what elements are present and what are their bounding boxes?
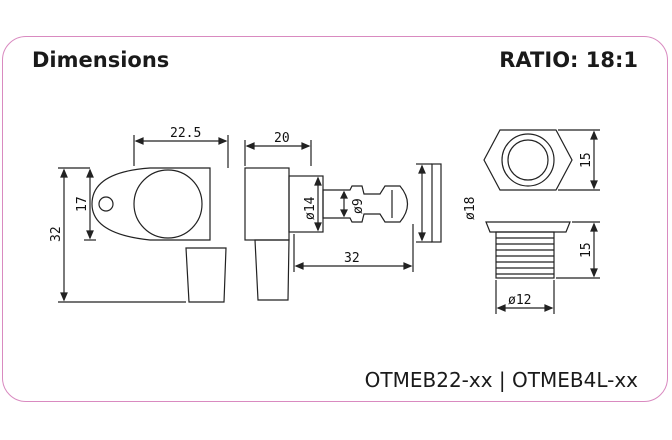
dim-dia-14: ø14 xyxy=(303,196,318,220)
side-view xyxy=(244,140,414,301)
dim-shaft-length: 32 xyxy=(344,251,360,266)
hex-nut-view xyxy=(483,129,600,191)
dim-nut-height: 15 xyxy=(579,152,594,168)
dim-bushing-height: 15 xyxy=(579,242,594,258)
dim-dia-12: ø12 xyxy=(508,293,531,308)
dim-side-width: 20 xyxy=(274,131,290,146)
dim-dia-9: ø9 xyxy=(351,198,366,214)
dimensions-card xyxy=(2,36,668,402)
bushing-view xyxy=(485,221,600,314)
page-title: Dimensions xyxy=(32,48,170,72)
dim-dia-18: ø18 xyxy=(463,197,478,220)
front-view xyxy=(58,135,229,303)
dim-total-height: 32 xyxy=(49,226,64,242)
washer-view xyxy=(416,163,442,243)
ratio-label: RATIO: 18:1 xyxy=(499,48,638,72)
dim-plate-height: 17 xyxy=(75,196,90,212)
dim-top-width: 22.5 xyxy=(170,126,201,141)
model-number: OTMEB22-xx | OTMEB4L-xx xyxy=(364,368,638,392)
